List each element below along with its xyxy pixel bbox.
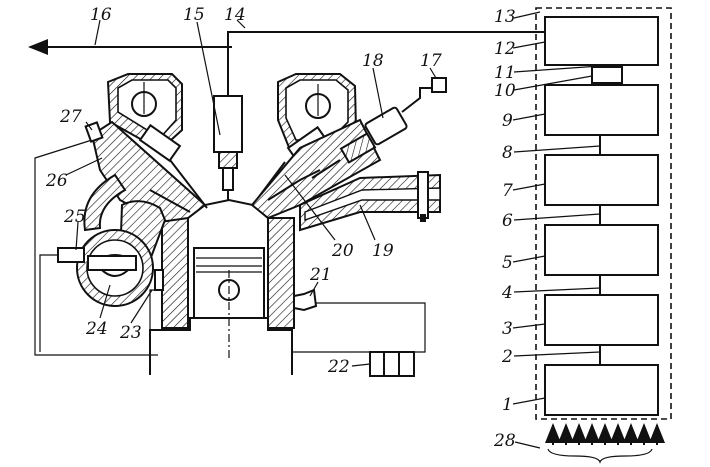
injector-18 bbox=[364, 106, 408, 146]
wire-27 bbox=[34, 139, 158, 356]
callout-4: 4 bbox=[501, 283, 513, 303]
spark-plug-15 bbox=[213, 95, 243, 200]
callout-18: 18 bbox=[362, 51, 384, 71]
input-arrows bbox=[545, 423, 665, 464]
wire-25 bbox=[39, 254, 60, 352]
line-14 bbox=[227, 31, 545, 96]
sensor-21 bbox=[293, 288, 318, 312]
callout-19: 19 bbox=[372, 241, 394, 261]
engine-cylinder bbox=[149, 198, 295, 375]
block-10 bbox=[591, 66, 623, 84]
port-26 bbox=[90, 120, 207, 224]
intake-runner bbox=[83, 173, 127, 232]
intake-head-left bbox=[57, 73, 208, 307]
component-17 bbox=[431, 77, 447, 93]
component-22 bbox=[369, 351, 415, 377]
callout-3: 3 bbox=[502, 319, 513, 339]
callout-16: 16 bbox=[90, 5, 112, 25]
block-7 bbox=[544, 154, 659, 206]
block-3 bbox=[544, 294, 659, 346]
block-5 bbox=[544, 224, 659, 276]
callout-20: 20 bbox=[331, 241, 354, 261]
callout-9: 9 bbox=[502, 111, 513, 131]
callout-13: 13 bbox=[494, 7, 516, 27]
callout-17: 17 bbox=[420, 51, 442, 71]
callout-28: 28 bbox=[493, 431, 516, 451]
cylinder-wall-left bbox=[161, 217, 189, 329]
callout-2: 2 bbox=[501, 347, 513, 367]
callout-15: 15 bbox=[183, 5, 205, 25]
callout-14: 14 bbox=[224, 5, 246, 25]
wire-23 bbox=[149, 289, 158, 375]
cylinder-wall-right bbox=[267, 217, 295, 329]
callout-6: 6 bbox=[502, 211, 513, 231]
block-9 bbox=[544, 84, 659, 136]
callout-5: 5 bbox=[502, 253, 513, 273]
callout-22: 22 bbox=[327, 357, 350, 377]
block-1 bbox=[544, 364, 659, 416]
callout-25: 25 bbox=[63, 207, 86, 227]
callout-labels: 1 2 3 4 5 6 7 8 9 10 11 12 13 14 15 16 1… bbox=[45, 5, 516, 451]
callout-10: 10 bbox=[494, 81, 516, 101]
exhaust-head-right bbox=[250, 73, 447, 377]
callout-8: 8 bbox=[502, 143, 513, 163]
callout-27: 27 bbox=[59, 107, 82, 127]
input-brace bbox=[547, 448, 653, 464]
signal-lines bbox=[28, 31, 545, 375]
control-unit-group bbox=[535, 7, 672, 464]
sensor-25 bbox=[57, 247, 85, 263]
sensor-23 bbox=[154, 269, 164, 291]
callout-12: 12 bbox=[494, 39, 516, 59]
control-unit-dashed-border bbox=[535, 7, 672, 420]
block-12 bbox=[544, 16, 659, 66]
callout-7: 7 bbox=[502, 181, 513, 201]
callout-26: 26 bbox=[45, 171, 68, 191]
callout-24: 24 bbox=[85, 319, 108, 339]
callout-1: 1 bbox=[502, 395, 513, 415]
callout-23: 23 bbox=[119, 323, 142, 343]
leader-lines bbox=[65, 11, 601, 449]
callout-21: 21 bbox=[309, 265, 332, 285]
callout-11: 11 bbox=[494, 63, 516, 83]
link-17-18 bbox=[401, 87, 437, 113]
